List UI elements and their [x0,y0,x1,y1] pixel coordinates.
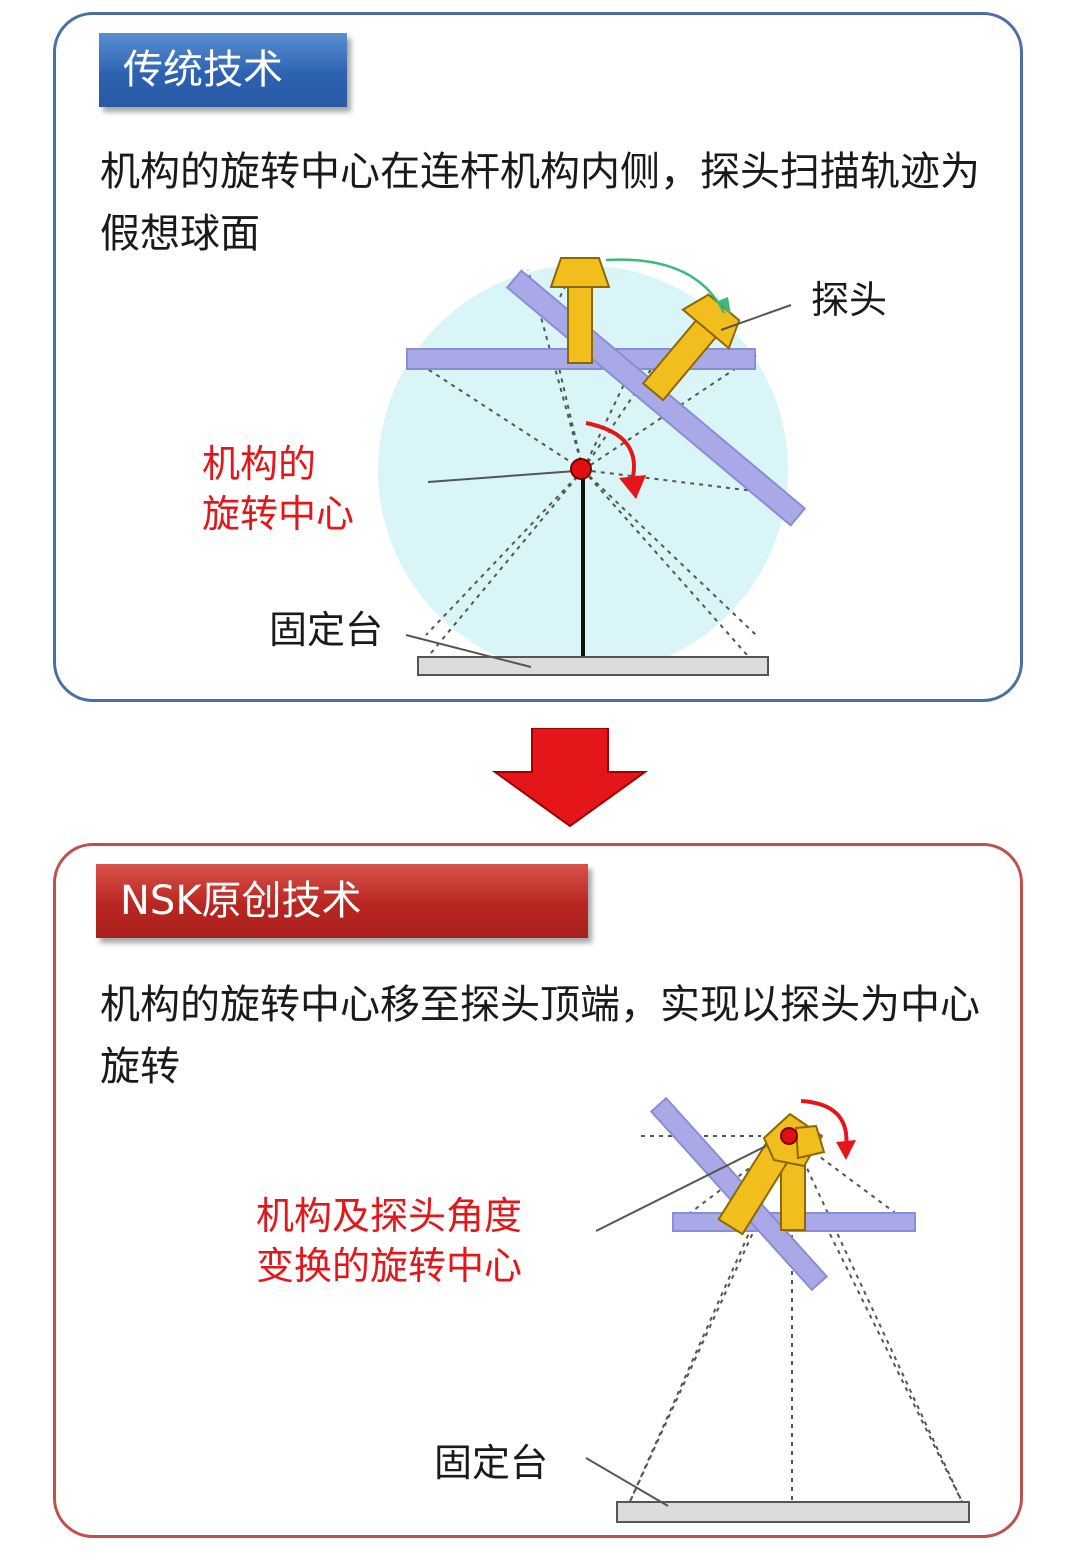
rotation-center-leader [595,1145,767,1232]
rotation-arrowhead [619,475,646,499]
traditional-tech-description: 机构的旋转中心在连杆机构内侧，探头扫描轨迹为假想球面 [100,149,980,257]
nsk-tech-description: 机构的旋转中心移至探头顶端，实现以探头为中心旋转 [100,982,980,1090]
rotation-center-dot [780,1127,798,1145]
rotation-center-label-2: 旋转中心 [202,492,355,536]
nsk-tech-panel: NSK原创技术 机构的旋转中心移至探头顶端，实现以探头为中心旋转 [53,843,1023,1538]
probe-path-arrowhead [718,297,731,315]
probe-path-arc [605,258,726,314]
probe-leader [720,304,792,331]
traditional-tech-panel: 传统技术 机构的旋转中心在连杆机构内侧，探头扫描轨迹为假想球面 [53,12,1023,702]
rotation-arrow [800,1099,849,1149]
rotation-center-leader [427,470,577,483]
fixed-base-label: 固定台 [434,1441,549,1485]
fixed-base [417,656,769,676]
probe-vertical [549,257,611,364]
rotation-arrowhead [836,1140,856,1160]
rotation-center-label-1: 机构的 [202,442,317,486]
rotation-center-dot [570,458,592,480]
probe-label: 探头 [811,278,888,322]
rotation-arrow [585,421,636,486]
angle-rotation-center-label-1: 机构及探头角度 [256,1194,523,1238]
base-leader [585,1457,669,1507]
fixed-base [616,1501,970,1523]
traditional-mechanism-diagram [378,257,807,676]
down-arrow [491,728,649,828]
base-leader [405,634,532,668]
angle-rotation-center-label-2: 变换的旋转中心 [256,1244,523,1288]
traditional-tech-header: 传统技术 [99,33,347,107]
scan-lines [627,1135,965,1507]
nsk-mechanism-diagram [585,1096,970,1523]
nsk-tech-header: NSK原创技术 [96,864,588,938]
fixed-base-label: 固定台 [269,608,384,652]
